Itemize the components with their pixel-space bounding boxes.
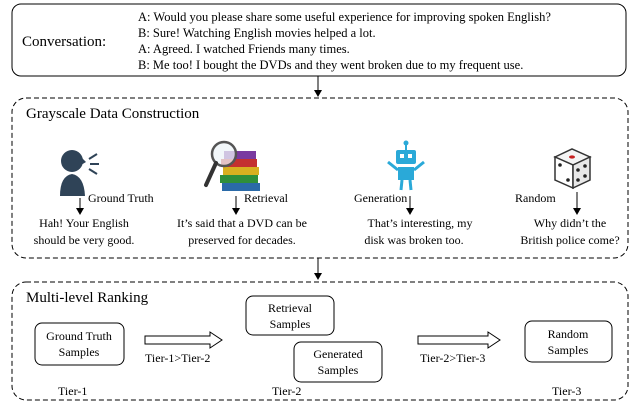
retrieval-samples-box: Retrieval Samples xyxy=(245,295,335,336)
svg-text:Samples: Samples xyxy=(59,345,100,359)
source-text-retrieval: preserved for decades. xyxy=(188,233,296,247)
source-label-generation: Generation xyxy=(354,191,407,205)
svg-text:Samples: Samples xyxy=(318,363,359,377)
construction-panel: Grayscale Data Construction Ground Truth… xyxy=(11,97,629,259)
tier-label: Tier-1 xyxy=(58,384,87,398)
books-magnifier-icon xyxy=(204,140,260,191)
speaking-person-icon xyxy=(60,150,99,196)
conversation-line: B: Sure! Watching English movies helped … xyxy=(138,26,376,40)
source-label-random: Random xyxy=(515,191,556,205)
ranking-panel: Multi-level Ranking Ground Truth Samples… xyxy=(11,281,629,401)
hollow-arrow-tier2-tier3 xyxy=(417,331,501,349)
construction-title: Grayscale Data Construction xyxy=(26,106,200,122)
conversation-panel: Conversation: A: Would you please share … xyxy=(11,3,627,77)
svg-text:Samples: Samples xyxy=(548,343,589,357)
robot-icon xyxy=(387,140,425,191)
conversation-line: A: Would you please share some useful ex… xyxy=(138,10,551,24)
tier-label: Tier-3 xyxy=(552,384,581,398)
source-label-ground-truth: Ground Truth xyxy=(88,191,154,205)
relation-label: Tier-2>Tier-3 xyxy=(420,351,485,365)
ranking-title: Multi-level Ranking xyxy=(26,290,149,306)
source-text-ground-truth: Hah! Your English xyxy=(39,216,129,230)
conversation-label: Conversation: xyxy=(22,34,106,50)
source-text-ground-truth: should be very good. xyxy=(34,233,135,247)
svg-text:Samples: Samples xyxy=(270,317,311,331)
source-text-generation: disk was broken too. xyxy=(364,233,463,247)
conversation-line: B: Me too! I bought the DVDs and they we… xyxy=(138,58,523,72)
svg-text:Ground Truth: Ground Truth xyxy=(46,329,112,343)
source-text-random: Why didn’t the xyxy=(534,216,606,230)
dice-icon xyxy=(553,148,592,190)
conversation-line: A: Agreed. I watched Friends many times. xyxy=(138,42,350,56)
tier-label: Tier-2 xyxy=(272,384,301,398)
hollow-arrow-tier1-tier2 xyxy=(144,331,223,349)
relation-label: Tier-1>Tier-2 xyxy=(145,351,210,365)
source-text-random: British police come? xyxy=(520,233,619,247)
source-label-retrieval: Retrieval xyxy=(244,191,289,205)
source-text-generation: That’s interesting, my xyxy=(368,216,473,230)
svg-text:Generated: Generated xyxy=(313,347,362,361)
random-samples-box: Random Samples xyxy=(524,320,613,363)
svg-text:Retrieval: Retrieval xyxy=(268,301,313,315)
svg-text:Random: Random xyxy=(548,327,589,341)
generated-samples-box: Generated Samples xyxy=(293,341,383,383)
source-text-retrieval: It’s said that a DVD can be xyxy=(177,216,307,230)
ground-truth-samples-box: Ground Truth Samples xyxy=(34,322,125,366)
